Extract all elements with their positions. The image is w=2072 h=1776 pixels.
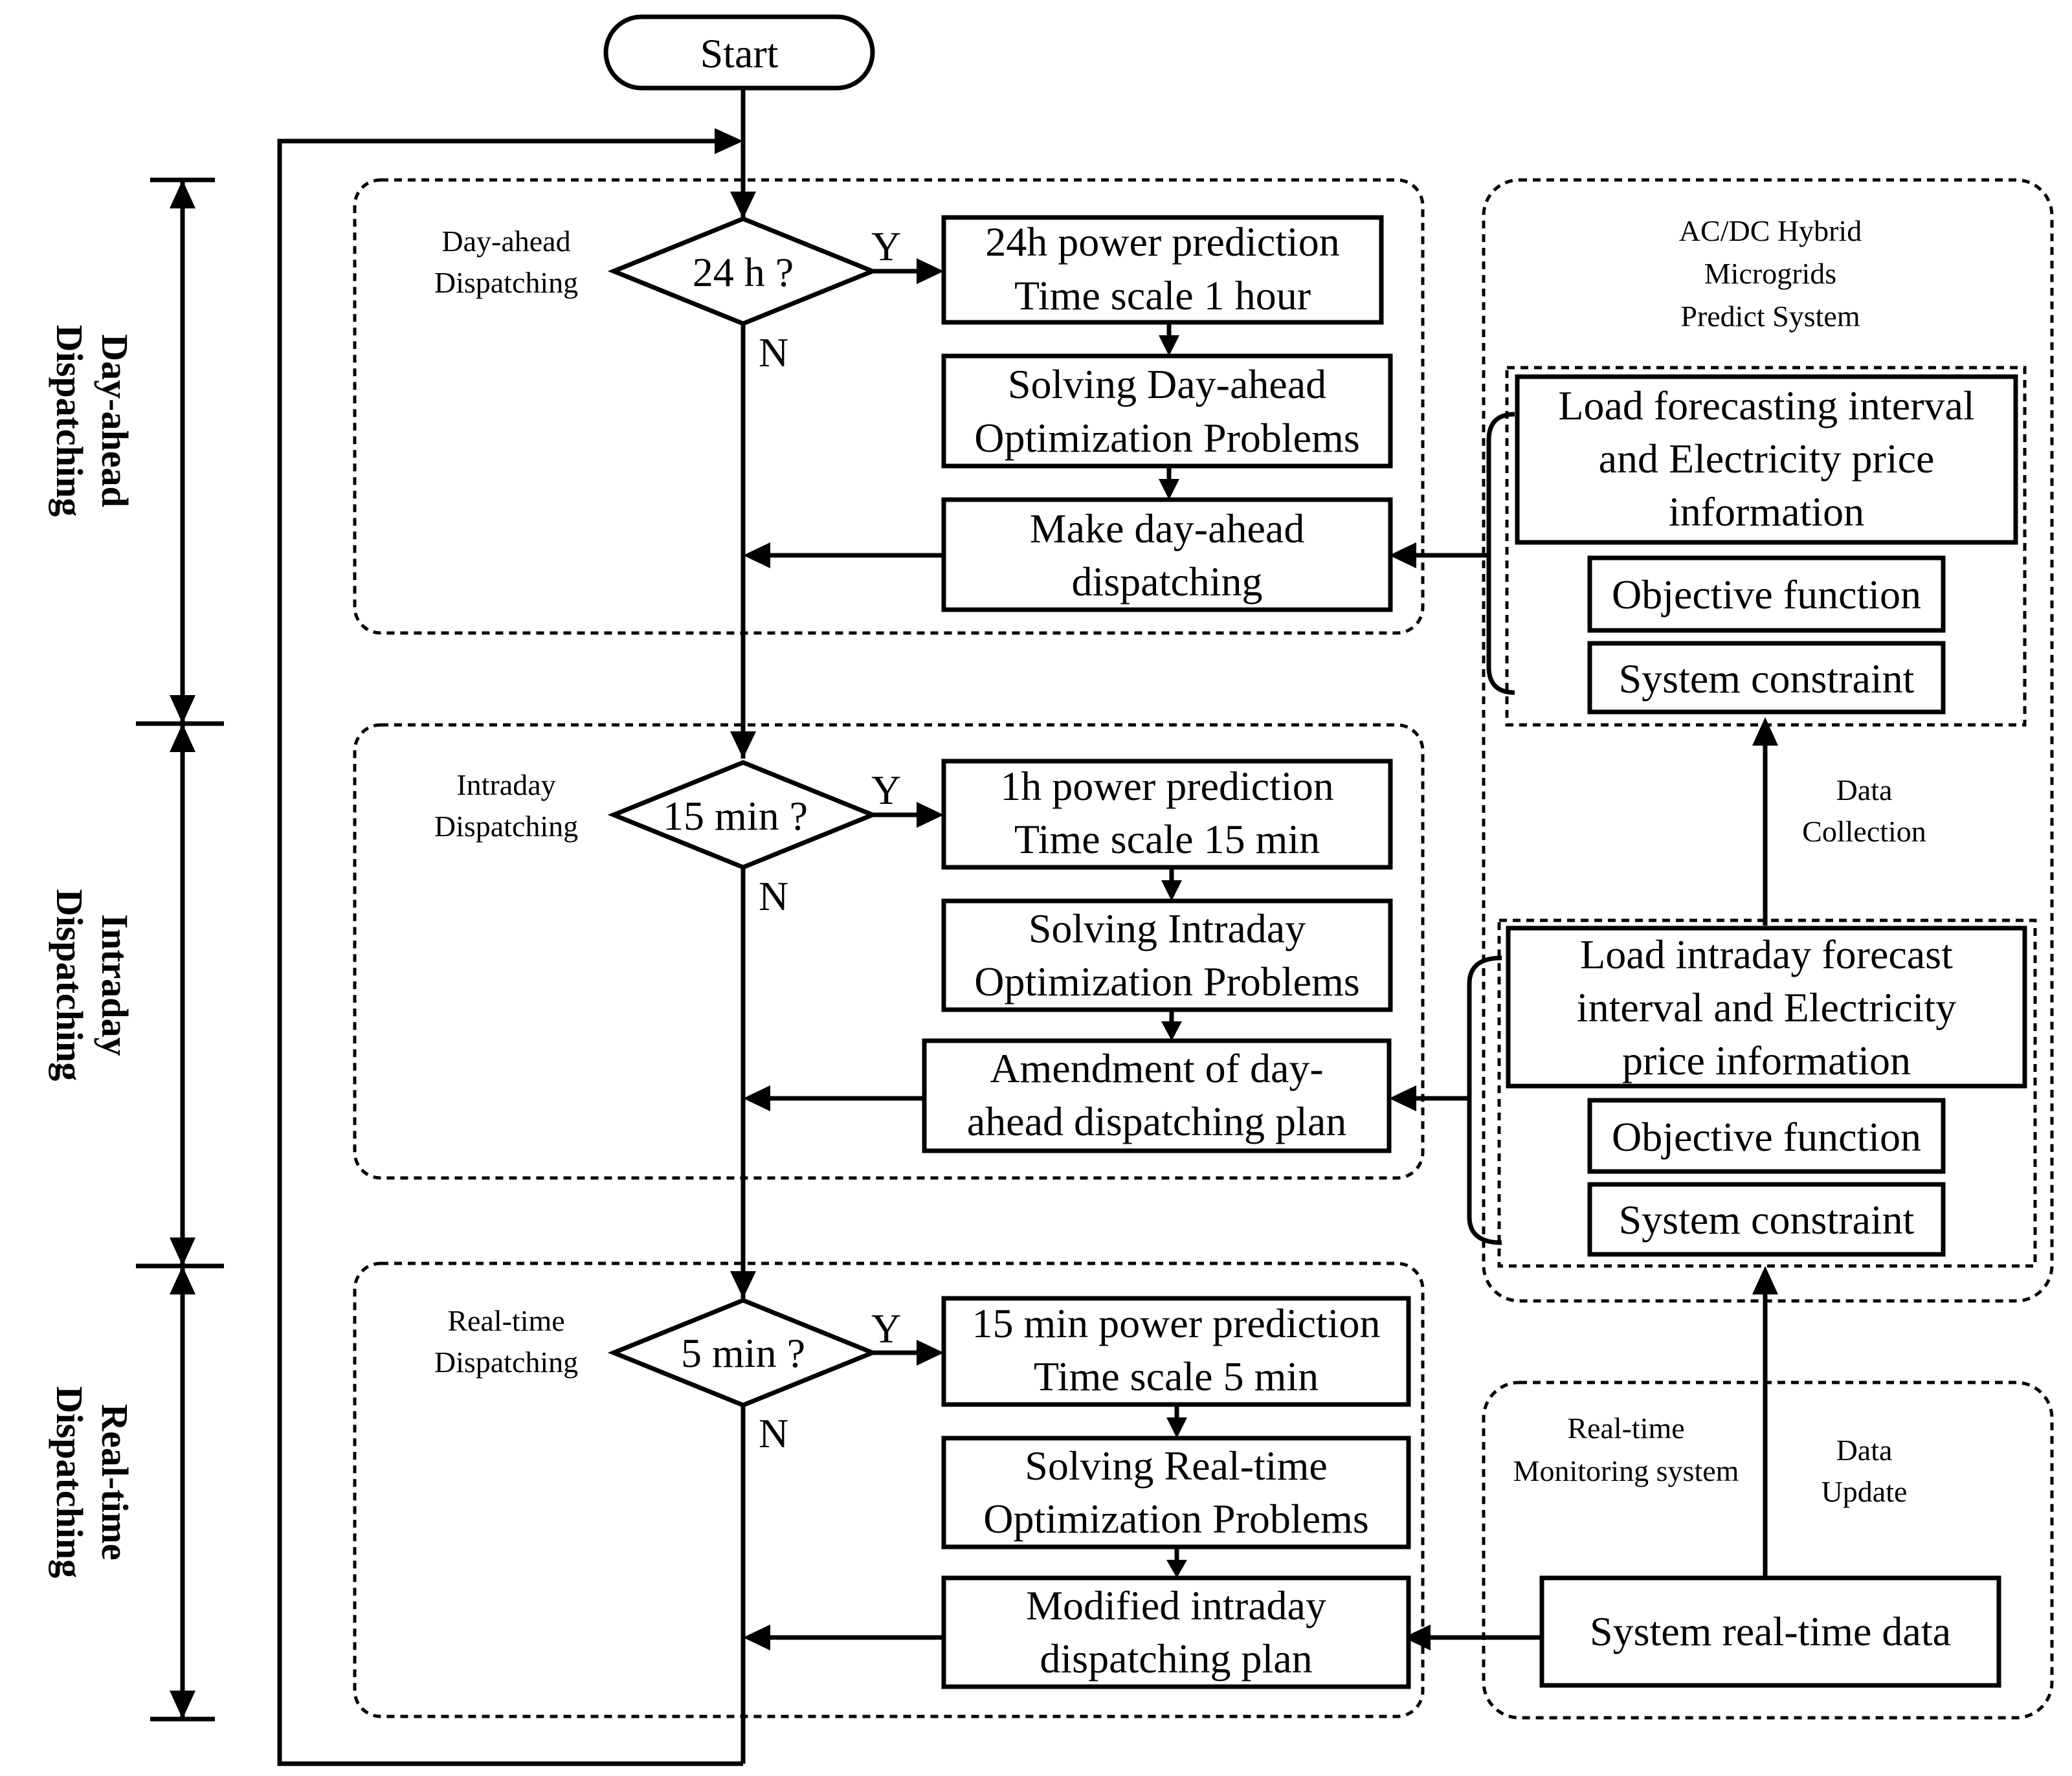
step-solving-day-ahead-line2: Optimization Problems [974,415,1360,461]
step-1h-power-prediction: 1h power prediction Time scale 15 min [941,759,1393,870]
day-ahead-info-line2: and Electricity price [1599,436,1935,482]
side-label-intraday: Intraday Dispatching [49,889,136,1082]
predict-system-title-line2: Microgrids [1704,257,1836,290]
side-label-intraday-line2: Dispatching [49,889,91,1082]
decision-24h-label: 24 h ? [693,249,794,295]
no-label-5min: N [759,1410,788,1456]
start-terminal: Start [603,14,875,91]
intraday-section-label: Intraday Dispatching [434,768,578,843]
no-label-24h: N [759,329,788,375]
objective-function-label-1: Objective function [1612,572,1921,617]
day-ahead-section-line2: Dispatching [434,266,578,299]
step-modified-intraday-line2: dispatching plan [1040,1636,1312,1682]
side-label-real-time-line1: Real-time [94,1404,136,1560]
step-modified-intraday-line1: Modified intraday [1026,1582,1326,1628]
step-solving-intraday: Solving Intraday Optimization Problems [941,898,1393,1012]
system-constraint-label-1: System constraint [1619,656,1915,702]
data-collection-label: Data Collection [1802,773,1926,848]
step-15min-power-prediction: 15 min power prediction Time scale 5 min [941,1296,1411,1407]
step-make-day-ahead-line2: dispatching [1071,559,1262,605]
step-make-day-ahead-line1: Make day-ahead [1030,505,1305,551]
no-label-15min: N [759,873,788,919]
day-ahead-region [353,178,1425,635]
step-15min-power-prediction-line1: 15 min power prediction [972,1300,1381,1346]
yes-label-15min: Y [871,767,901,813]
system-constraint-box-2: System constraint [1587,1182,1946,1257]
decision-15min-label: 15 min ? [663,793,808,839]
side-label-day-ahead-line2: Dispatching [49,325,91,517]
objective-function-label-2: Objective function [1612,1114,1921,1160]
monitoring-title-line2: Monitoring system [1513,1454,1739,1487]
yes-label-24h: Y [871,223,901,269]
day-ahead-info-line3: information [1669,489,1864,535]
monitoring-title: Real-time Monitoring system [1513,1412,1739,1487]
system-constraint-box-1: System constraint [1587,641,1946,715]
side-label-real-time-line2: Dispatching [49,1386,91,1579]
day-ahead-section-label: Day-ahead Dispatching [434,225,578,299]
system-constraint-label-2: System constraint [1619,1197,1915,1243]
decision-5min: 5 min ? [607,1298,879,1408]
step-solving-intraday-line1: Solving Intraday [1029,905,1306,951]
step-solving-real-time: Solving Real-time Optimization Problems [941,1436,1411,1549]
step-modified-intraday-plan: Modified intraday dispatching plan [941,1575,1411,1689]
step-amendment-plan-line1: Amendment of day- [990,1045,1323,1091]
data-update-label: Data Update [1821,1434,1908,1508]
intraday-section-line2: Dispatching [434,810,578,843]
step-solving-day-ahead: Solving Day-ahead Optimization Problems [941,353,1393,469]
step-24h-power-prediction: 24h power prediction Time scale 1 hour [941,215,1384,325]
side-label-day-ahead-line1: Day-ahead [94,334,136,507]
step-1h-power-prediction-line2: Time scale 15 min [1014,816,1320,862]
objective-function-box-1: Objective function [1587,555,1946,633]
intraday-info-line1: Load intraday forecast [1580,931,1953,977]
decision-5min-label: 5 min ? [681,1330,805,1376]
day-ahead-info-line1: Load forecasting interval [1558,383,1974,428]
real-time-section-label: Real-time Dispatching [434,1304,578,1379]
flow-lines [277,88,1778,1766]
predict-system-title-line1: AC/DC Hybrid [1679,214,1862,247]
step-solving-day-ahead-line1: Solving Day-ahead [1008,361,1326,407]
predict-system-title: AC/DC Hybrid Microgrids Predict System [1679,214,1862,333]
objective-function-box-2: Objective function [1587,1098,1946,1174]
timeline [136,177,224,1722]
real-time-section-line1: Real-time [447,1304,564,1337]
data-collection-line1: Data [1836,773,1893,806]
day-ahead-info-box: Load forecasting interval and Electricit… [1515,374,2018,545]
data-update-line1: Data [1836,1434,1893,1467]
intraday-info-line3: price information [1622,1038,1911,1083]
step-solving-real-time-line2: Optimization Problems [983,1496,1369,1542]
step-15min-power-prediction-line2: Time scale 5 min [1034,1353,1319,1399]
intraday-region [353,723,1425,1180]
day-ahead-section-line1: Day-ahead [441,225,570,258]
decision-15min: 15 min ? [607,760,879,870]
step-1h-power-prediction-line1: 1h power prediction [1000,763,1333,809]
decision-24h: 24 h ? [607,216,879,326]
real-time-region [353,1261,1425,1718]
data-collection-line2: Collection [1802,815,1926,848]
monitoring-region [1482,1381,2054,1720]
intraday-info-box: Load intraday forecast interval and Elec… [1506,926,2027,1089]
side-label-intraday-line1: Intraday [94,914,136,1056]
step-24h-power-prediction-line1: 24h power prediction [985,219,1339,265]
step-solving-real-time-line1: Solving Real-time [1025,1443,1328,1489]
step-24h-power-prediction-line2: Time scale 1 hour [1014,272,1311,318]
data-update-line2: Update [1821,1475,1908,1508]
step-make-day-ahead-dispatching: Make day-ahead dispatching [941,497,1393,612]
side-label-real-time: Real-time Dispatching [49,1386,136,1579]
predict-system-region [1482,178,2054,1303]
step-solving-intraday-line2: Optimization Problems [974,959,1360,1005]
yes-label-5min: Y [871,1305,901,1351]
intraday-info-group [1497,918,2037,1268]
predict-system-title-line3: Predict System [1680,300,1860,333]
real-time-section-line2: Dispatching [434,1346,578,1379]
step-amendment-plan-line2: ahead dispatching plan [967,1098,1346,1144]
system-real-time-data-box: System real-time data [1539,1575,2001,1688]
start-label: Start [700,30,779,76]
intraday-info-line2: interval and Electricity [1577,984,1956,1030]
intraday-section-line1: Intraday [456,768,555,801]
monitoring-title-line1: Real-time [1567,1412,1684,1445]
step-amendment-plan: Amendment of day- ahead dispatching plan [922,1038,1392,1153]
side-label-day-ahead: Day-ahead Dispatching [49,325,136,517]
system-real-time-data-label: System real-time data [1590,1608,1951,1654]
